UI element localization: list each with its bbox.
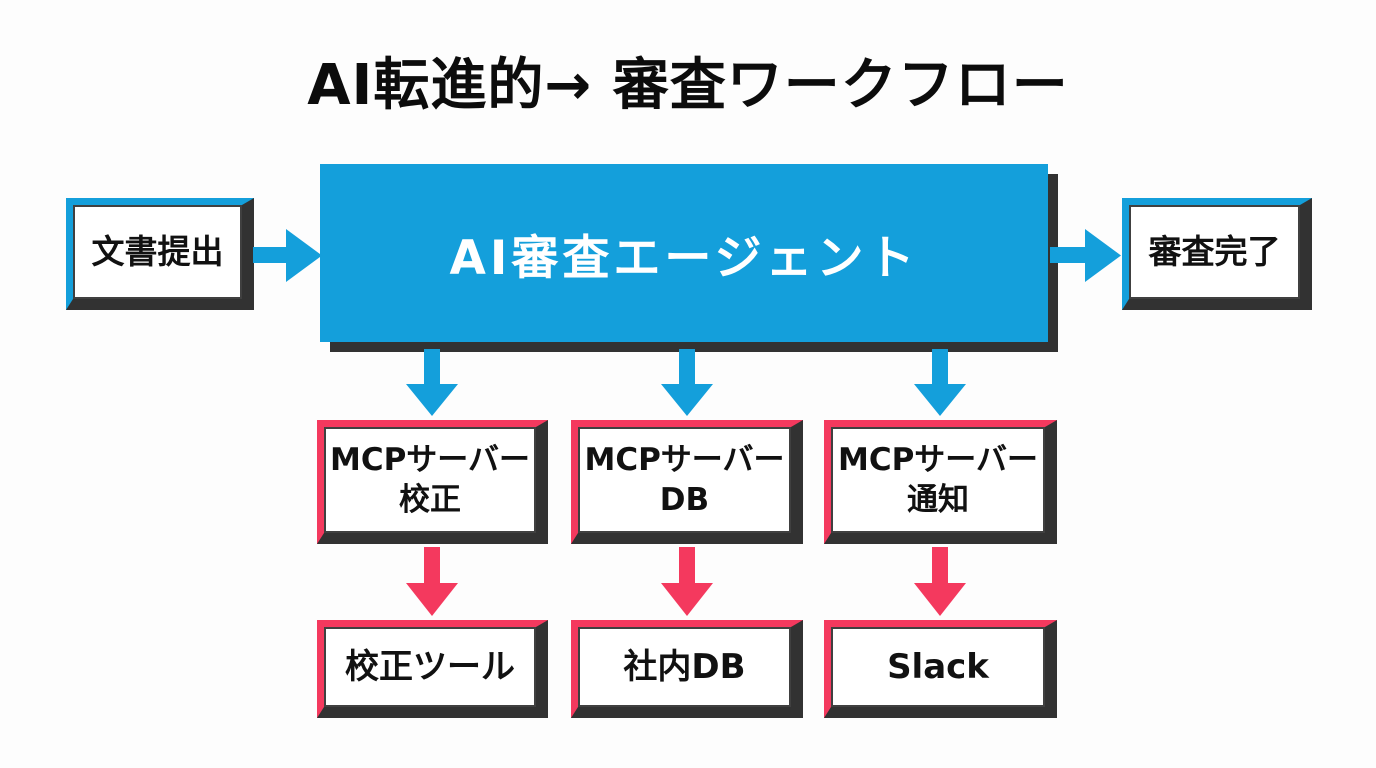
node-ai-review-agent: AI審査エージェント	[320, 164, 1048, 342]
arrow-stem	[253, 247, 287, 263]
mcp-label-line2: 通知	[906, 482, 969, 518]
mcp-label-line1: MCPサーバー	[584, 442, 785, 478]
node-review-complete-label: 審査完了	[1148, 232, 1281, 272]
mcp-label-line1: MCPサーバー	[837, 442, 1038, 478]
node-slack: Slack	[824, 620, 1057, 718]
arrow-stem	[424, 547, 440, 584]
arrow-stem	[424, 349, 440, 385]
arrow-stem	[1050, 247, 1086, 263]
node-mcp-server-db: MCPサーバー DB	[571, 420, 803, 544]
arrow-stem	[679, 349, 695, 385]
node-ai-review-agent-label: AI審査エージェント	[449, 230, 919, 286]
arrow-head-down-icon	[406, 583, 458, 616]
node-internal-db: 社内DB	[571, 620, 803, 718]
arrow-head-down-icon	[661, 583, 713, 616]
node-mcp-server-db-label: MCPサーバー DB	[584, 440, 784, 520]
mcp-label-line2: 校正	[398, 482, 461, 518]
node-slack-label: Slack	[887, 646, 989, 687]
node-mcp-server-proofread: MCPサーバー 校正	[317, 420, 548, 544]
node-mcp-server-notify: MCPサーバー 通知	[824, 420, 1057, 544]
node-mcp-server-notify-label: MCPサーバー 通知	[838, 440, 1038, 520]
arrow-head-down-icon	[661, 384, 713, 416]
node-review-complete: 審査完了	[1122, 198, 1312, 310]
arrow-head-down-icon	[406, 384, 458, 416]
node-document-submission-label: 文書提出	[91, 232, 224, 272]
arrow-head-down-icon	[914, 384, 966, 416]
arrow-head-down-icon	[914, 583, 966, 616]
mcp-label-line2: DB	[659, 482, 710, 518]
node-internal-db-label: 社内DB	[623, 646, 746, 687]
mcp-label-line1: MCPサーバー	[329, 442, 530, 478]
arrow-stem	[932, 547, 948, 584]
arrow-stem	[932, 349, 948, 385]
arrow-stem	[679, 547, 695, 584]
node-mcp-server-proofread-label: MCPサーバー 校正	[330, 440, 530, 520]
node-proofread-tool: 校正ツール	[317, 620, 548, 718]
arrow-head-right-icon	[1085, 229, 1121, 282]
diagram-title: AI転進的→ 審査ワークフロー	[307, 53, 1069, 118]
arrow-head-right-icon	[286, 229, 322, 282]
node-proofread-tool-label: 校正ツール	[345, 646, 515, 687]
node-document-submission: 文書提出	[66, 198, 254, 310]
